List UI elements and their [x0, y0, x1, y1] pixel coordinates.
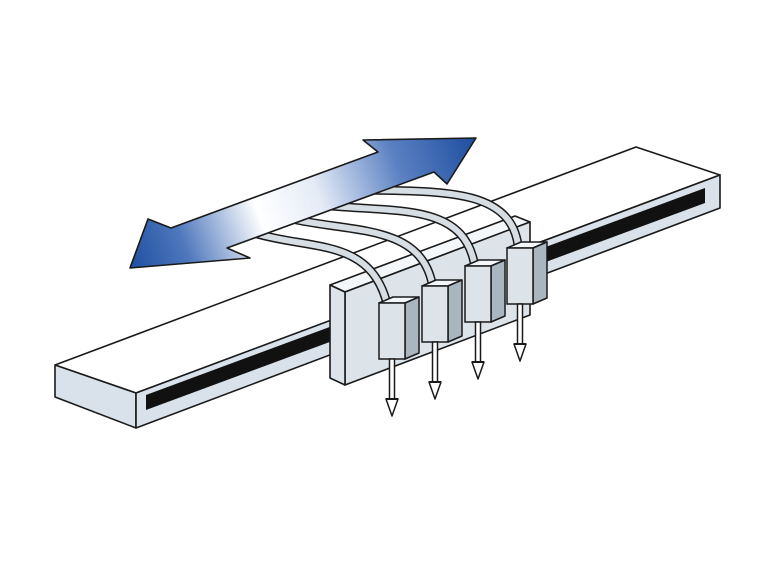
double-arrow-icon — [129, 137, 477, 269]
probe-block-side-4 — [532, 241, 548, 305]
probe-pin-1 — [388, 358, 396, 400]
probe-block-3 — [464, 265, 492, 323]
probe-block-4 — [506, 247, 534, 305]
probe-block-2 — [421, 285, 449, 343]
probe-pin-4 — [516, 303, 524, 345]
carriage-front-face — [329, 284, 346, 386]
test-probe-icon — [471, 361, 485, 380]
cable-4 — [365, 187, 521, 248]
probe-pin-2 — [431, 341, 439, 383]
probe-block-side-1 — [404, 296, 420, 360]
test-probe-icon — [428, 381, 442, 400]
cable-3 — [329, 203, 477, 265]
probes — [378, 241, 548, 417]
probe-block-side-3 — [490, 259, 506, 323]
probe-pin-3 — [474, 321, 482, 363]
cables — [249, 185, 523, 305]
test-probe-icon — [385, 398, 399, 417]
cable-2 — [294, 217, 435, 286]
probe-block-1 — [378, 302, 406, 360]
test-probe-icon — [513, 343, 527, 362]
cable-1 — [251, 230, 389, 303]
probe-block-side-2 — [447, 279, 463, 343]
